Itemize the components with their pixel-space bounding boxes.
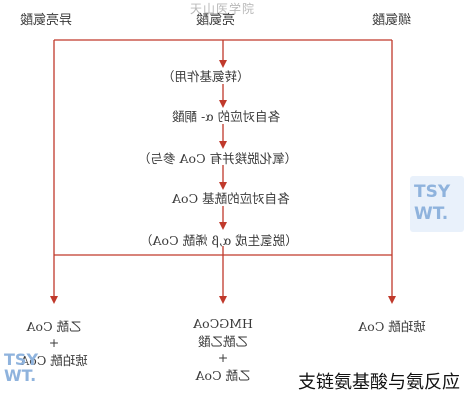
source-isoleucine: 异亮氨酸 <box>20 13 73 28</box>
product-middle: HMGCoA 乙酰乙酸 + 乙酰 CoA <box>183 316 263 384</box>
watermark-logo-line-2: WT. <box>414 204 449 224</box>
watermark-text: 天山医学院 <box>190 2 256 16</box>
watermark-logo-small-line-2: WT. <box>4 366 37 385</box>
product-left-plus: + <box>48 335 60 350</box>
watermark-logo-small: TSY WT. <box>4 352 38 384</box>
source-leucine: 亮氨酸 <box>196 13 236 28</box>
step-keto-acids: 各自对应的 α- 酮酸 <box>172 109 281 124</box>
watermark-logo-small-line-1: TSY <box>4 350 39 369</box>
product-middle-plus: + <box>217 350 229 365</box>
step-acyl-coa: 各自对应的酰基 CoA <box>172 191 290 206</box>
product-middle-line-2: 乙酰乙酸 <box>198 334 249 349</box>
watermark-logo: TSY WT. <box>410 176 464 232</box>
product-middle-line-3: 乙酰 CoA <box>195 368 251 383</box>
caption: 支链氨基酸与氨反应 <box>296 368 462 394</box>
watermark-logo-line-1: TSY <box>414 182 451 202</box>
source-valine: 缬氨酸 <box>372 13 412 28</box>
product-middle-line-1: HMGCoA <box>193 316 253 331</box>
step-transamination: （转氨基作用） <box>162 69 250 84</box>
product-right-line-1: 琥珀酰 CoA <box>358 319 426 334</box>
step-dehydrogenation: （脱氢生成 α,β 烯酰 CoA） <box>140 233 298 248</box>
product-right: 琥珀酰 CoA <box>352 316 432 335</box>
product-left-line-1: 乙酰 CoA <box>26 319 82 334</box>
step-oxidative-decarboxylation: （氧化脱羧并有 CoA 参与） <box>138 151 298 166</box>
